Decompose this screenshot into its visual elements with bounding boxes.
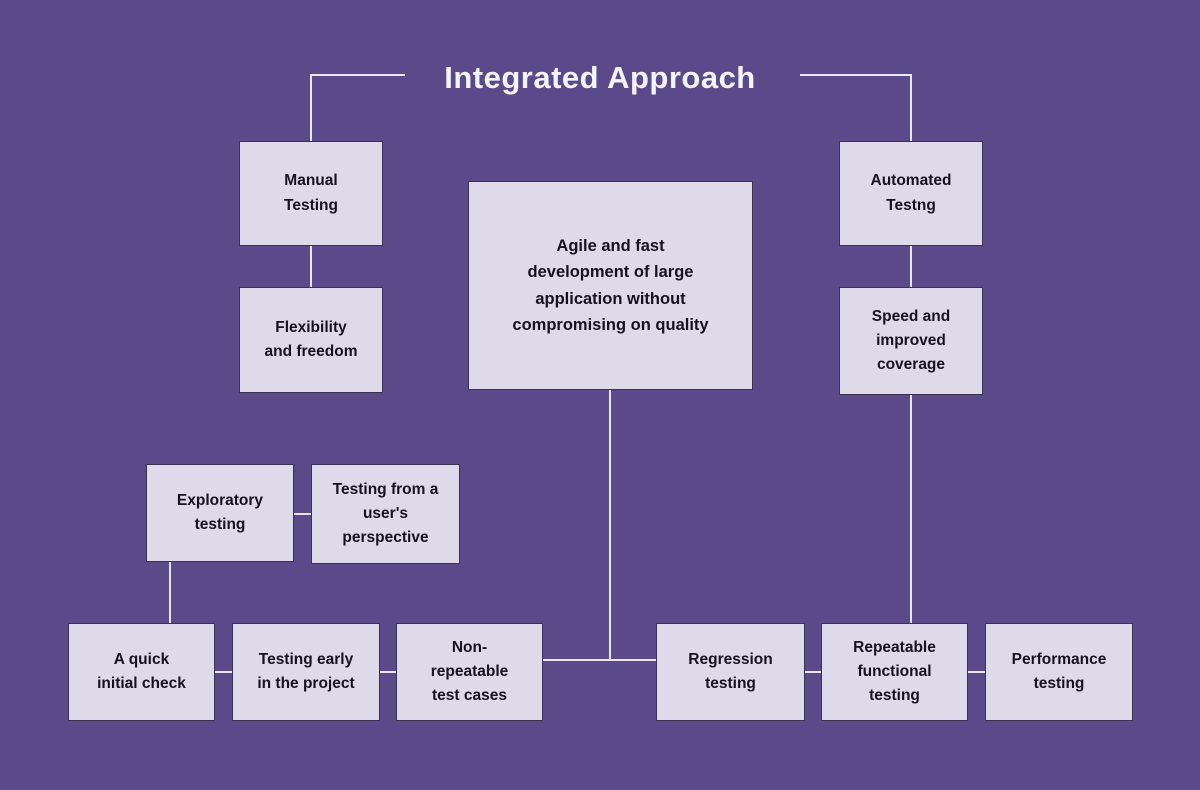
connector-regression-repeatable — [805, 671, 821, 673]
connector-exploratory-down — [169, 562, 171, 623]
connector-center-to-nonrepeatable — [543, 659, 610, 661]
node-quick-initial-check: A quick initial check — [68, 623, 215, 721]
node-automated-testing: Automated Testng — [839, 141, 983, 246]
node-manual-testing: Manual Testing — [239, 141, 383, 246]
connector-title-right-horizontal — [800, 74, 912, 76]
node-exploratory-testing: Exploratory testing — [146, 464, 294, 562]
connector-speed-repeatable — [910, 395, 912, 623]
node-regression-testing: Regression testing — [656, 623, 805, 721]
connector-exploratory-userperspective — [294, 513, 311, 515]
connector-center-down — [609, 390, 611, 661]
node-testing-early: Testing early in the project — [232, 623, 380, 721]
connector-title-right-vertical — [910, 74, 912, 141]
node-user-perspective: Testing from a user's perspective — [311, 464, 460, 564]
connector-automated-speed — [910, 246, 912, 287]
node-non-repeatable: Non- repeatable test cases — [396, 623, 543, 721]
node-flexibility-freedom: Flexibility and freedom — [239, 287, 383, 393]
node-repeatable-functional: Repeatable functional testing — [821, 623, 968, 721]
connector-repeatable-performance — [968, 671, 985, 673]
node-agile-development: Agile and fast development of large appl… — [468, 181, 753, 390]
connector-testingearly-nonrepeatable — [380, 671, 396, 673]
connector-manual-flexibility — [310, 246, 312, 287]
node-performance-testing: Performance testing — [985, 623, 1133, 721]
diagram-title: Integrated Approach — [444, 60, 756, 95]
connector-quickcheck-testingearly — [215, 671, 232, 673]
connector-title-left-vertical — [310, 74, 312, 141]
connector-center-to-regression — [609, 659, 657, 661]
connector-title-left-horizontal — [311, 74, 405, 76]
node-speed-coverage: Speed and improved coverage — [839, 287, 983, 395]
